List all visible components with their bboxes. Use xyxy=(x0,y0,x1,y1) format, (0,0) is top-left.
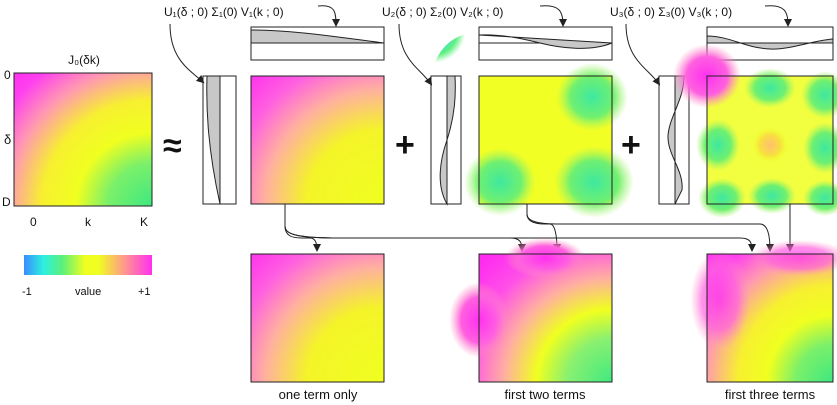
x-label-right: K xyxy=(140,215,148,229)
term1-u-profile xyxy=(202,75,237,205)
approx-operator: ≈ xyxy=(163,127,182,165)
term3-heatmap xyxy=(673,44,837,218)
result3-heatmap xyxy=(690,240,837,383)
term1-u-arrow xyxy=(169,23,205,84)
y-label-mid: δ xyxy=(4,132,11,147)
term3-label: U₃(δ ; 0) Σ₃(0) V₃(k ; 0) xyxy=(610,5,732,19)
result3-caption: first three terms xyxy=(725,387,816,402)
x-label-left: 0 xyxy=(30,215,37,229)
term1-heatmap xyxy=(250,75,385,205)
term2-u-arrow xyxy=(398,23,433,86)
colorbar-max-label: +1 xyxy=(138,286,151,298)
result1-heatmap xyxy=(250,253,385,383)
colorbar xyxy=(24,255,152,275)
term1-v-profile xyxy=(250,26,385,61)
term1-label: U₁(δ ; 0) Σ₁(0) V₁(k ; 0) xyxy=(164,5,284,19)
j0-heatmap xyxy=(13,72,153,207)
term2-v-arrow xyxy=(539,5,567,27)
y-label-top: 0 xyxy=(4,68,11,82)
term3-u-arrow xyxy=(625,23,661,86)
plus-operator-2: + xyxy=(621,126,641,164)
colorbar-min-label: -1 xyxy=(22,286,32,298)
plus-operator-1: + xyxy=(395,126,415,164)
term1-v-arrow xyxy=(317,5,340,27)
result2-caption: first two terms xyxy=(505,387,586,402)
colorbar-mid-label: value xyxy=(75,286,101,298)
term3-v-arrow xyxy=(764,5,792,27)
left-panel-title: J₀(δk) xyxy=(68,53,100,67)
x-label-mid: k xyxy=(85,215,92,229)
term2-label: U₂(δ ; 0) Σ₂(0) V₂(k ; 0) xyxy=(382,5,503,19)
result1-caption: one term only xyxy=(279,387,358,402)
result2-heatmap xyxy=(449,238,613,383)
term2-heatmap xyxy=(433,32,634,218)
y-label-bottom: D xyxy=(2,195,11,209)
